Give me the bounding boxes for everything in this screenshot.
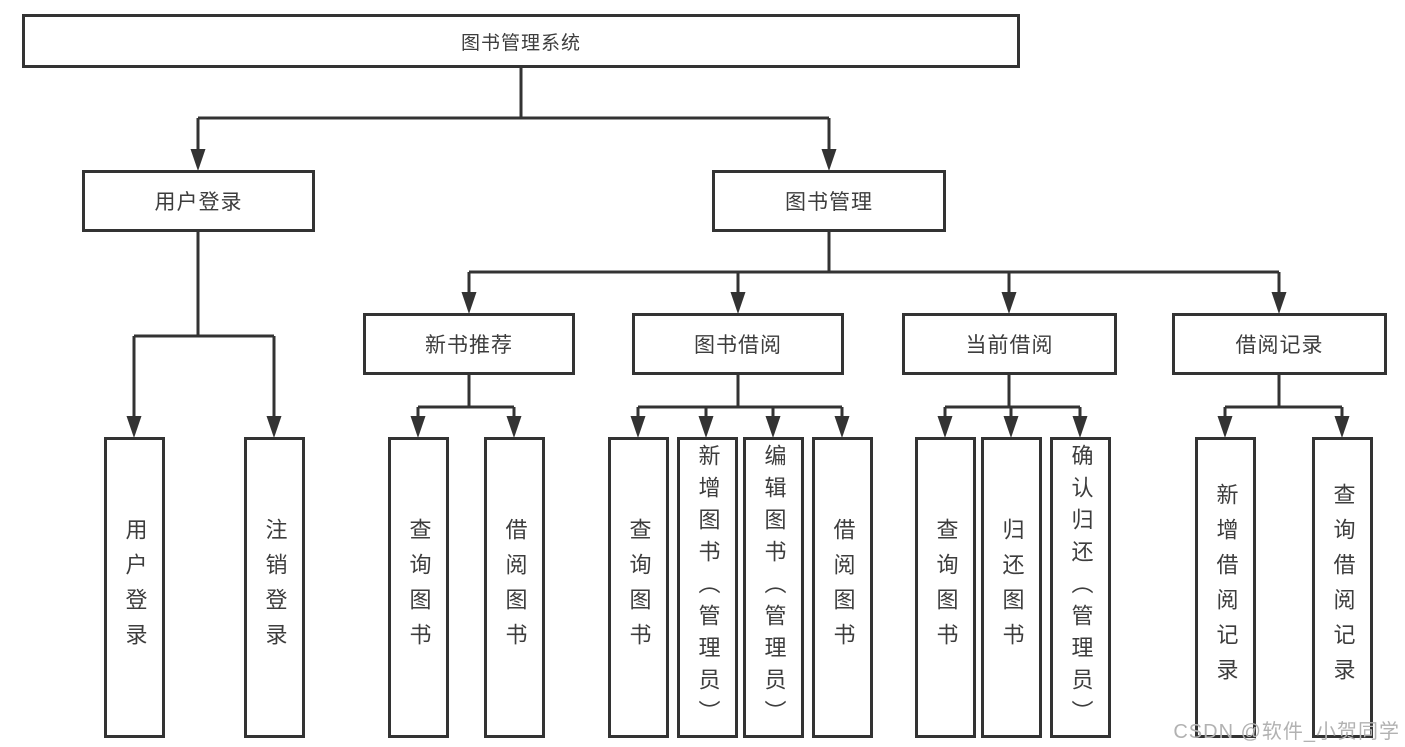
leaf-borrow-books-recommend: 借阅图书 xyxy=(484,437,545,738)
node-label: 查询图书 xyxy=(406,517,432,658)
leaf-logout: 注销登录 xyxy=(244,437,305,738)
node-label: 借阅图书 xyxy=(830,517,856,658)
arrow-down-icon xyxy=(730,292,746,314)
node-label: 当前借阅 xyxy=(965,334,1054,357)
node-label: 借阅图书 xyxy=(502,517,528,658)
arrow-down-icon xyxy=(506,416,522,438)
node-borrow-records: 借阅记录 xyxy=(1172,313,1387,375)
node-label: 新增借阅记录 xyxy=(1213,482,1239,693)
arrow-down-icon xyxy=(698,416,714,438)
node-label: 借阅记录 xyxy=(1235,334,1324,357)
arrow-down-icon xyxy=(1072,416,1088,438)
node-label: 新书推荐 xyxy=(425,334,513,357)
node-user-login: 用户登录 xyxy=(82,170,315,232)
node-label: 新增图书（管理员） xyxy=(695,443,721,732)
node-label: 查询图书 xyxy=(933,517,959,658)
node-new-book-recommend: 新书推荐 xyxy=(363,313,575,375)
node-current-borrowing: 当前借阅 xyxy=(902,313,1117,375)
arrowheads xyxy=(126,149,1350,438)
node-label: 查询图书 xyxy=(626,517,652,658)
arrow-down-icon xyxy=(834,416,850,438)
arrow-down-icon xyxy=(266,416,282,438)
arrow-down-icon xyxy=(410,416,426,438)
leaf-query-books-recommend: 查询图书 xyxy=(388,437,449,738)
arrow-down-icon xyxy=(1003,416,1019,438)
arrow-down-icon xyxy=(126,416,142,438)
node-label: 归还图书 xyxy=(999,517,1025,658)
node-label: 用户登录 xyxy=(122,517,148,658)
leaf-query-borrow-record: 查询借阅记录 xyxy=(1312,437,1373,738)
leaf-query-books-current: 查询图书 xyxy=(915,437,976,738)
leaf-edit-books-admin: 编辑图书（管理员） xyxy=(743,437,804,738)
leaf-add-borrow-record: 新增借阅记录 xyxy=(1195,437,1256,738)
leaf-return-books: 归还图书 xyxy=(981,437,1042,738)
leaf-borrow-books: 借阅图书 xyxy=(812,437,873,738)
node-label: 编辑图书（管理员） xyxy=(761,443,787,732)
arrow-down-icon xyxy=(937,416,953,438)
node-library-management-system: 图书管理系统 xyxy=(22,14,1020,68)
tree-edges xyxy=(132,68,1344,420)
arrow-down-icon xyxy=(1217,416,1233,438)
arrow-down-icon xyxy=(630,416,646,438)
arrow-down-icon xyxy=(1334,416,1350,438)
arrow-down-icon xyxy=(1001,292,1017,314)
node-book-management: 图书管理 xyxy=(712,170,946,232)
node-label: 用户登录 xyxy=(154,191,243,214)
node-label: 图书管理 xyxy=(785,191,873,214)
node-label: 注销登录 xyxy=(262,517,288,658)
leaf-confirm-return-admin: 确认归还（管理员） xyxy=(1050,437,1111,738)
arrow-down-icon xyxy=(190,149,206,171)
csdn-watermark: CSDN @软件_小贺同学 xyxy=(1173,721,1400,743)
node-book-borrowing: 图书借阅 xyxy=(632,313,844,375)
arrow-down-icon xyxy=(1271,292,1287,314)
leaf-add-books-admin: 新增图书（管理员） xyxy=(677,437,738,738)
leaf-user-login: 用户登录 xyxy=(104,437,165,738)
leaf-query-books-borrow: 查询图书 xyxy=(608,437,669,738)
node-label: 图书借阅 xyxy=(694,334,782,357)
node-label: 确认归还（管理员） xyxy=(1068,443,1094,732)
arrow-down-icon xyxy=(461,292,477,314)
node-label: 查询借阅记录 xyxy=(1330,482,1356,693)
arrow-down-icon xyxy=(765,416,781,438)
node-label: 图书管理系统 xyxy=(460,32,581,54)
arrow-down-icon xyxy=(821,149,837,171)
